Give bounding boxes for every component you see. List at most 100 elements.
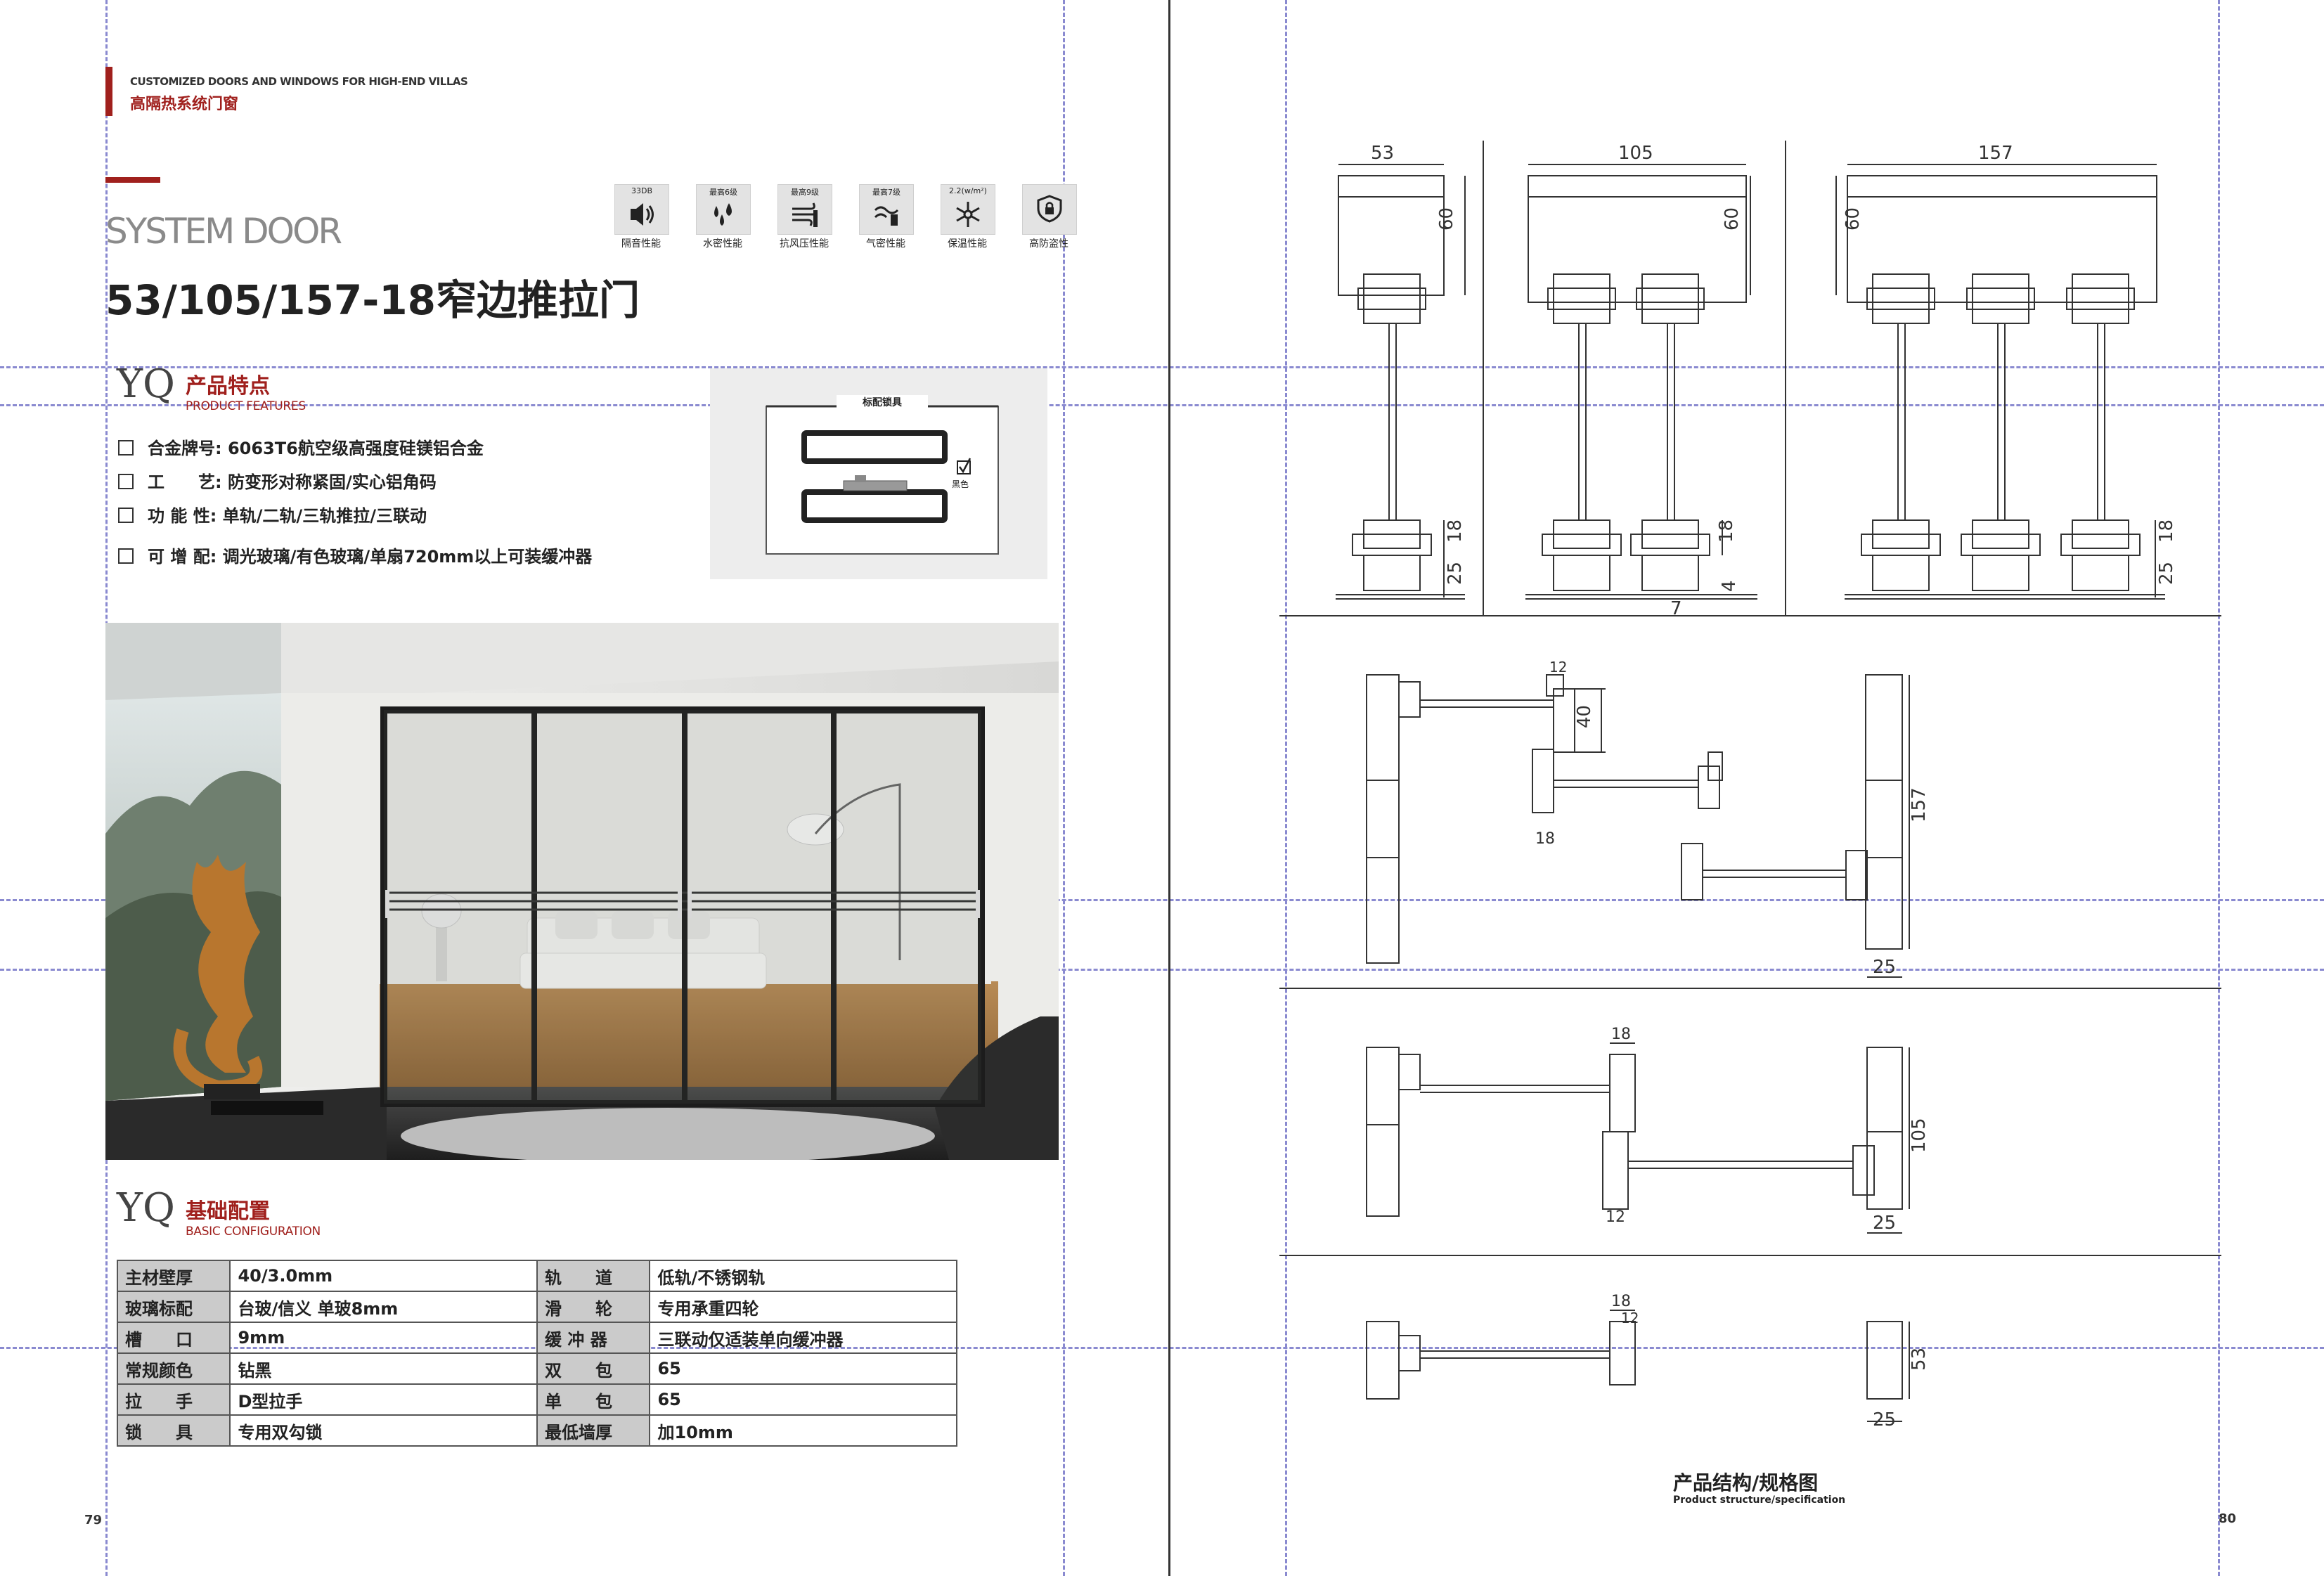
table-cell: 三联动仅适装单向缓冲器 (649, 1322, 957, 1354)
guide-line (2218, 0, 2220, 1576)
table-cell: 单 包 (536, 1383, 651, 1416)
interior-photo (105, 623, 1059, 1160)
table-cell: 65 (649, 1352, 957, 1385)
drawing-title: 产品结构/规格图 (1673, 1471, 1819, 1494)
table-cell: 玻璃标配 (116, 1291, 231, 1323)
system-door-heading: SYSTEM DOOR (105, 211, 342, 252)
dim-18: 18 (1535, 830, 1555, 848)
table-cell: 专用双勾锁 (229, 1414, 538, 1447)
dim-60: 60 (1436, 207, 1457, 231)
guide-line (0, 404, 2324, 406)
color-label: 黑色 (952, 479, 969, 489)
table-cell: 最低墙厚 (536, 1414, 651, 1447)
dim-40: 40 (1574, 705, 1595, 728)
icon-label: 抗风压性能 (780, 238, 829, 250)
table-cell: 主材壁厚 (116, 1260, 231, 1292)
page-number-right: 80 (2219, 1511, 2237, 1526)
feature-item: 工 艺: 防变形对称紧固/实心铝角码 (118, 468, 437, 493)
table-cell: 低轨/不锈钢轨 (649, 1260, 957, 1292)
table-row: 常规颜色 钻黑 双 包 65 (116, 1352, 957, 1385)
features-heading: 产品特点 (186, 374, 270, 399)
brand-bar (105, 67, 112, 116)
dim-12: 12 (1549, 659, 1567, 676)
dim-18: 18 (1445, 519, 1466, 543)
page-title: 53/105/157-18窄边推拉门 (105, 276, 640, 324)
dim-12: 12 (1606, 1208, 1625, 1226)
checkbox-icon (118, 548, 134, 564)
lock-panel-title: 标配锁具 (837, 395, 928, 409)
guide-line (0, 899, 2324, 901)
table-cell: 专用承重四轮 (649, 1291, 957, 1323)
table-cell: D型拉手 (229, 1383, 538, 1416)
brand-name: 高隔热系统门窗 (130, 96, 239, 113)
table-cell: 加10mm (649, 1414, 957, 1447)
icon-label: 气密性能 (866, 238, 905, 250)
guide-line (1285, 0, 1287, 1576)
accent-dash (105, 177, 160, 183)
dim-18: 18 (1716, 519, 1737, 543)
dim-53: 53 (1371, 143, 1394, 164)
lock-panel: 标配锁具 黑色 (710, 368, 1047, 579)
features-heading-en: PRODUCT FEATURES (186, 399, 306, 413)
config-table: 主材壁厚 40/3.0mm 轨 道 低轨/不锈钢轨 玻璃标配 台玻/信义 单玻8… (116, 1260, 957, 1447)
table-cell: 轨 道 (536, 1260, 651, 1292)
table-row: 主材壁厚 40/3.0mm 轨 道 低轨/不锈钢轨 (116, 1260, 957, 1292)
dim-105: 105 (1909, 1118, 1930, 1153)
yq-mark: YQ (117, 361, 175, 407)
dim-25: 25 (1873, 1213, 1896, 1234)
table-cell: 锁 具 (116, 1414, 231, 1447)
table-row: 玻璃标配 台玻/信义 单玻8mm 滑 轮 专用承重四轮 (116, 1291, 957, 1323)
table-cell: 65 (649, 1383, 957, 1416)
table-cell: 台玻/信义 单玻8mm (229, 1291, 538, 1323)
dim-53: 53 (1909, 1348, 1930, 1371)
dim-4: 4 (1719, 580, 1740, 592)
icon-label: 高防盗性 (1029, 238, 1069, 250)
guide-line (0, 1347, 2324, 1349)
checkbox-icon (118, 508, 134, 523)
shield-icon (1022, 184, 1077, 235)
brand-tagline: CUSTOMIZED DOORS AND WINDOWS FOR HIGH-EN… (130, 75, 468, 88)
config-heading: 基础配置 (186, 1199, 270, 1224)
dim-25: 25 (1873, 957, 1896, 978)
wind-icon: 最高9级 (777, 184, 832, 235)
table-cell: 钻黑 (229, 1352, 538, 1385)
feature-item: 可 增 配: 调光玻璃/有色玻璃/单扇720mm以上可装缓冲器 (118, 543, 592, 567)
water-icon: 最高6级 (696, 184, 751, 235)
guide-line (0, 366, 2324, 368)
dim-7: 7 (1670, 598, 1682, 619)
dim-18: 18 (1611, 1293, 1631, 1310)
guide-line (1063, 0, 1065, 1576)
icon-label: 保温性能 (948, 238, 987, 250)
technical-drawing: 53 105 157 60 60 60 18 25 18 4 7 18 25 1… (1279, 141, 2221, 1430)
dim-25: 25 (2156, 562, 2177, 585)
snow-icon: 2.2(w/m²) (941, 184, 995, 235)
table-cell: 拉 手 (116, 1383, 231, 1416)
icon-label: 隔音性能 (621, 238, 661, 250)
dim-18: 18 (2156, 519, 2177, 543)
checkbox-icon (118, 440, 134, 456)
table-row: 锁 具 专用双勾锁 最低墙厚 加10mm (116, 1414, 957, 1447)
table-cell: 滑 轮 (536, 1291, 651, 1323)
page-spine (1168, 0, 1170, 1576)
yq-mark: YQ (117, 1185, 175, 1231)
dim-25: 25 (1873, 1409, 1896, 1430)
dim-105: 105 (1618, 143, 1653, 164)
dim-60: 60 (1842, 207, 1864, 231)
icon-label: 水密性能 (703, 238, 742, 250)
dim-157: 157 (1909, 787, 1930, 822)
page-number-left: 79 (84, 1513, 103, 1527)
dim-157: 157 (1978, 143, 2013, 164)
checkbox-icon (118, 474, 134, 489)
sound-icon: 33DB (614, 184, 669, 235)
config-heading-en: BASIC CONFIGURATION (186, 1225, 321, 1239)
table-cell: 双 包 (536, 1352, 651, 1385)
air-icon: 最高7级 (859, 184, 914, 235)
table-cell: 9mm (229, 1322, 538, 1354)
table-cell: 槽 口 (116, 1322, 231, 1354)
table-cell: 常规颜色 (116, 1352, 231, 1385)
table-row: 槽 口 9mm 缓 冲 器 三联动仅适装单向缓冲器 (116, 1322, 957, 1354)
dim-18: 18 (1611, 1026, 1631, 1043)
feature-item: 合金牌号: 6063T6航空级高强度硅镁铝合金 (118, 434, 484, 459)
table-cell: 40/3.0mm (229, 1260, 538, 1292)
table-cell: 缓 冲 器 (536, 1322, 651, 1354)
